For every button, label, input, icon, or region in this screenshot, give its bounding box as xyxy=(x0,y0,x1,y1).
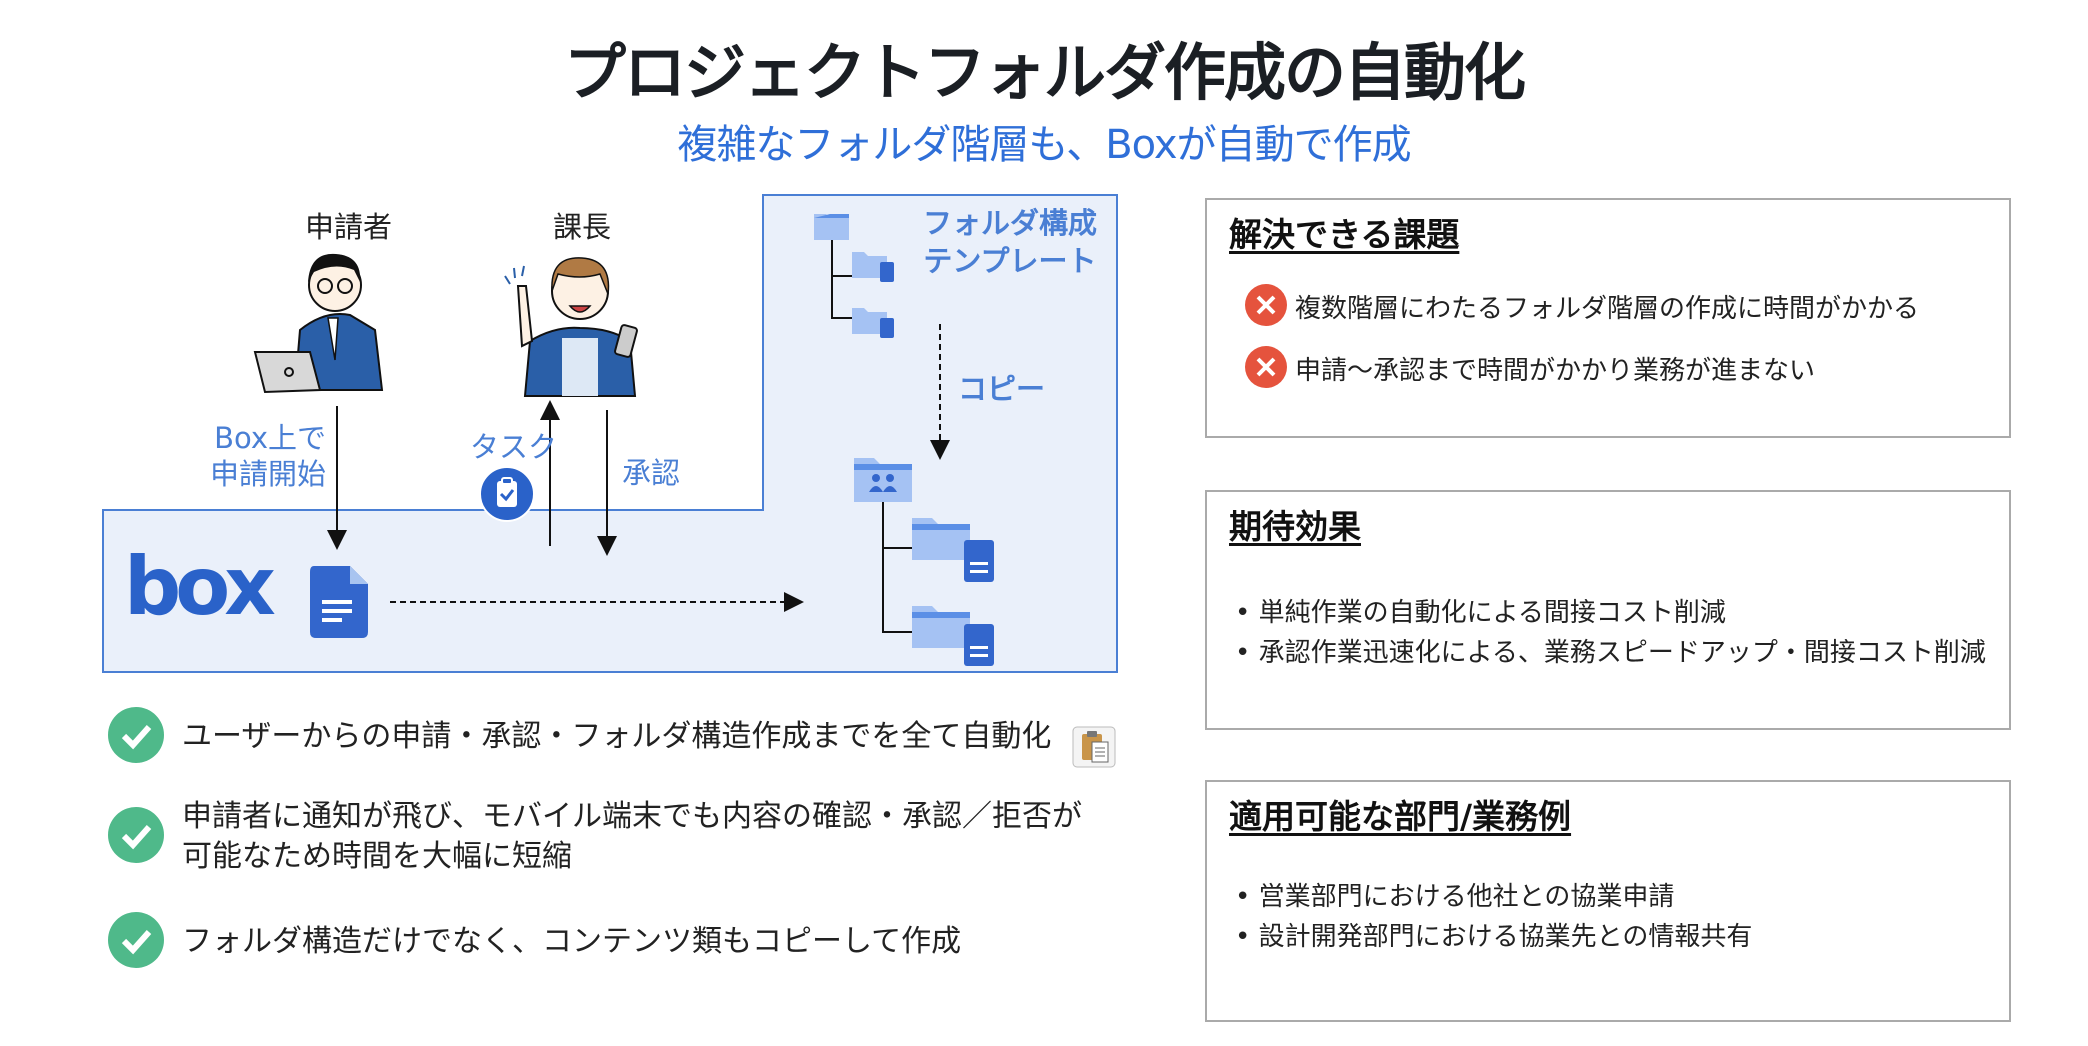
page-title: プロジェクトフォルダ作成の自動化 xyxy=(563,36,1526,109)
effect-item: • 単純作業の自動化による間接コスト削減 xyxy=(1235,598,1726,628)
benefit-line2: 可能なため時間を大幅に短縮 xyxy=(182,839,572,874)
departments-card: 適用可能な部門/業務例 • 営業部門における他社との協業申請 • 設計開発部門に… xyxy=(1205,780,2011,1022)
check-icon xyxy=(108,912,164,968)
effect-item-text: 単純作業の自動化による間接コスト削減 xyxy=(1258,598,1726,628)
panel-join xyxy=(764,506,1116,514)
issues-title: 解決できる課題 xyxy=(1229,215,1460,254)
error-x-icon xyxy=(1245,284,1287,326)
department-item-text: 設計開発部門における協業先との情報共有 xyxy=(1258,922,1753,952)
effect-item: • 承認作業迅速化による、業務スピードアップ・間接コスト削減 xyxy=(1235,638,1986,668)
template-label: フォルダ構成 テンプレート xyxy=(920,204,1100,280)
effects-title: 期待効果 xyxy=(1229,507,1361,546)
department-item: • 営業部門における他社との協業申請 xyxy=(1235,882,1675,912)
task-clipboard-icon xyxy=(479,466,535,522)
benefit-item: ユーザーからの申請・承認・フォルダ構造作成までを全て自動化 xyxy=(182,719,1052,754)
task-label: タスク xyxy=(470,430,558,464)
approve-label: 承認 xyxy=(622,456,681,490)
page-subtitle: 複雑なフォルダ階層も、Boxが自動で作成 xyxy=(677,122,1411,168)
template-label-line1: フォルダ構成 xyxy=(922,206,1097,240)
issues-card: 解決できる課題 複数階層にわたるフォルダ階層の作成に時間がかかる 申請～承認まで… xyxy=(1205,198,2011,438)
benefit-item: 申請者に通知が飛び、モバイル端末でも内容の確認・承認／拒否が 可能なため時間を大… xyxy=(182,797,1082,877)
start-label: Box上で 申請開始 xyxy=(196,420,326,492)
error-x-icon xyxy=(1245,346,1287,388)
applicant-illustration xyxy=(253,253,384,394)
effect-item-text: 承認作業迅速化による、業務スピードアップ・間接コスト削減 xyxy=(1258,638,1986,668)
applicant-label: 申請者 xyxy=(305,210,393,244)
check-icon xyxy=(108,807,164,863)
paste-options-icon[interactable] xyxy=(1072,726,1116,768)
benefit-item: フォルダ構造だけでなく、コンテンツ類もコピーして作成 xyxy=(182,924,962,959)
start-label-line1: Box上で xyxy=(214,421,326,455)
box-logo: box xyxy=(124,540,276,633)
document-icon xyxy=(310,566,368,638)
issue-item: 申請～承認まで時間がかかり業務が進まない xyxy=(1295,356,1816,386)
benefit-line1: 申請者に通知が飛び、モバイル端末でも内容の確認・承認／拒否が xyxy=(182,799,1082,834)
issue-item: 複数階層にわたるフォルダ階層の作成に時間がかかる xyxy=(1295,294,1920,324)
manager-illustration xyxy=(504,257,638,397)
departments-title: 適用可能な部門/業務例 xyxy=(1229,797,1572,836)
department-item: • 設計開発部門における協業先との情報共有 xyxy=(1235,922,1753,952)
check-icon xyxy=(108,707,164,763)
copy-label: コピー xyxy=(958,372,1046,406)
template-label-line2: テンプレート xyxy=(923,244,1097,278)
department-item-text: 営業部門における他社との協業申請 xyxy=(1258,882,1675,912)
effects-card: 期待効果 • 単純作業の自動化による間接コスト削減 • 承認作業迅速化による、業… xyxy=(1205,490,2011,730)
manager-label: 課長 xyxy=(553,210,612,244)
start-label-line2: 申請開始 xyxy=(209,457,326,491)
